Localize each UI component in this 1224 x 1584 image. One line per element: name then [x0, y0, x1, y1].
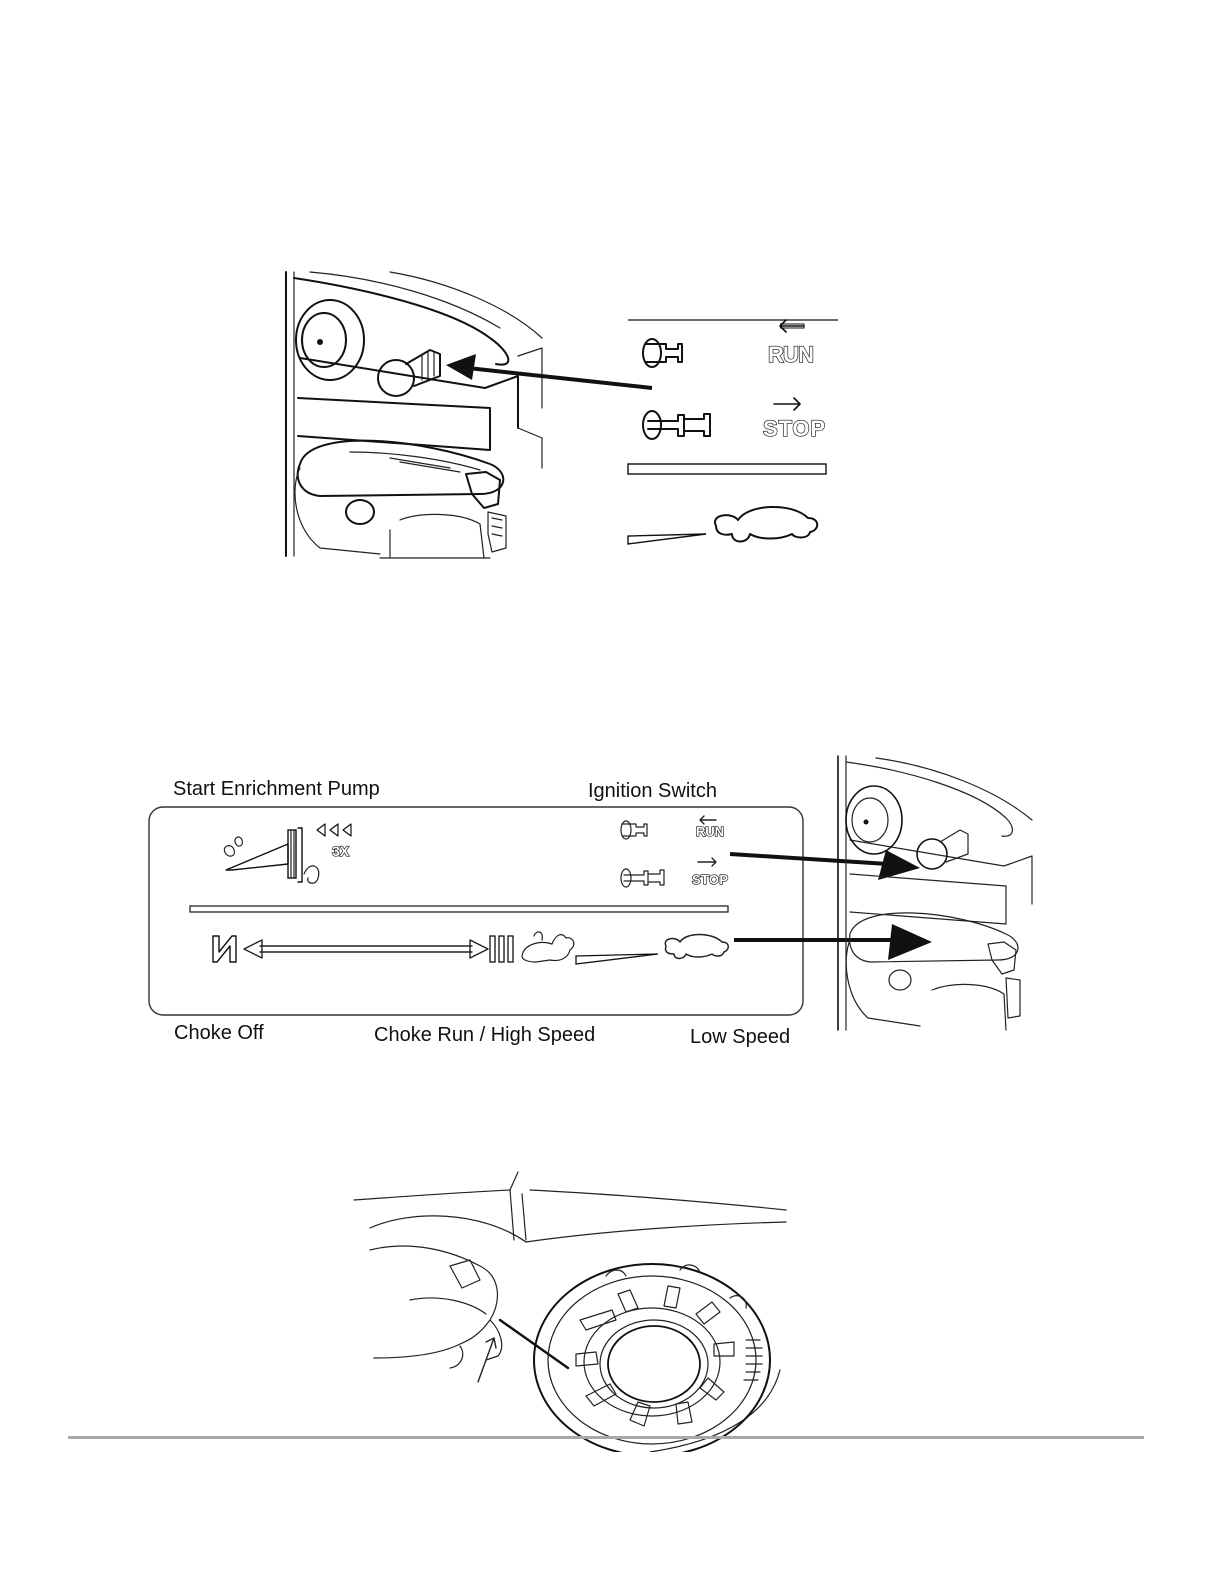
engine-panel-drawing: [286, 272, 542, 558]
control-decal-illustration: 3X RUN STOP: [140, 750, 1060, 1062]
decal-run-label: RUN: [768, 342, 814, 367]
decal-divider-bar: [190, 906, 728, 912]
decal-switch-run-icon: [621, 821, 647, 839]
engine-panel-small-drawing: [838, 756, 1032, 1030]
rabbit-high-speed-icon: [522, 932, 574, 962]
ignition-pointer-arrow: [446, 354, 652, 388]
stop-arrow-icon: [774, 398, 800, 410]
decal-switch-stop-icon: [621, 869, 664, 887]
run-stop-decal: RUN STOP: [628, 320, 838, 544]
turtle-low-speed-icon: [715, 507, 817, 542]
run-arrow-icon: [780, 320, 804, 332]
engine-housing-drawing: [354, 1172, 786, 1452]
decal2-stop-label: STOP: [692, 872, 728, 887]
choke-double-arrow-icon: [244, 940, 488, 958]
switch-stop-position-icon: [643, 411, 710, 439]
switch-run-position-icon: [643, 339, 682, 367]
decal-stop-label: STOP: [763, 416, 825, 441]
choke-run-icon: [490, 936, 513, 962]
footer-rule: [68, 1436, 1144, 1439]
choke-off-icon: [213, 936, 236, 962]
recoil-starter-illustration: [350, 1170, 790, 1452]
figure-ignition-switch: RUN STOP: [280, 268, 850, 560]
decal-stop-arrow-icon: [698, 858, 716, 866]
hand-pulling-handle-drawing: [370, 1246, 502, 1368]
ignition-switch-illustration: RUN STOP: [280, 268, 850, 560]
decal2-run-label: RUN: [696, 824, 724, 839]
speed-wedge-icon: [628, 534, 706, 544]
pointer-arrow-ignition: [730, 850, 920, 880]
pump-count-label: 3X: [332, 843, 350, 859]
figure-recoil-starter: [350, 1170, 790, 1452]
figure-control-decal: Start Enrichment Pump Ignition Switch Ch…: [140, 750, 1060, 1062]
decal-speed-wedge-icon: [576, 954, 658, 964]
pointer-arrow-choke: [734, 924, 932, 960]
decal-turtle-low-speed-icon: [665, 935, 728, 959]
decal-run-arrow-icon: [700, 816, 716, 824]
recoil-cover-drawing: [534, 1264, 770, 1452]
